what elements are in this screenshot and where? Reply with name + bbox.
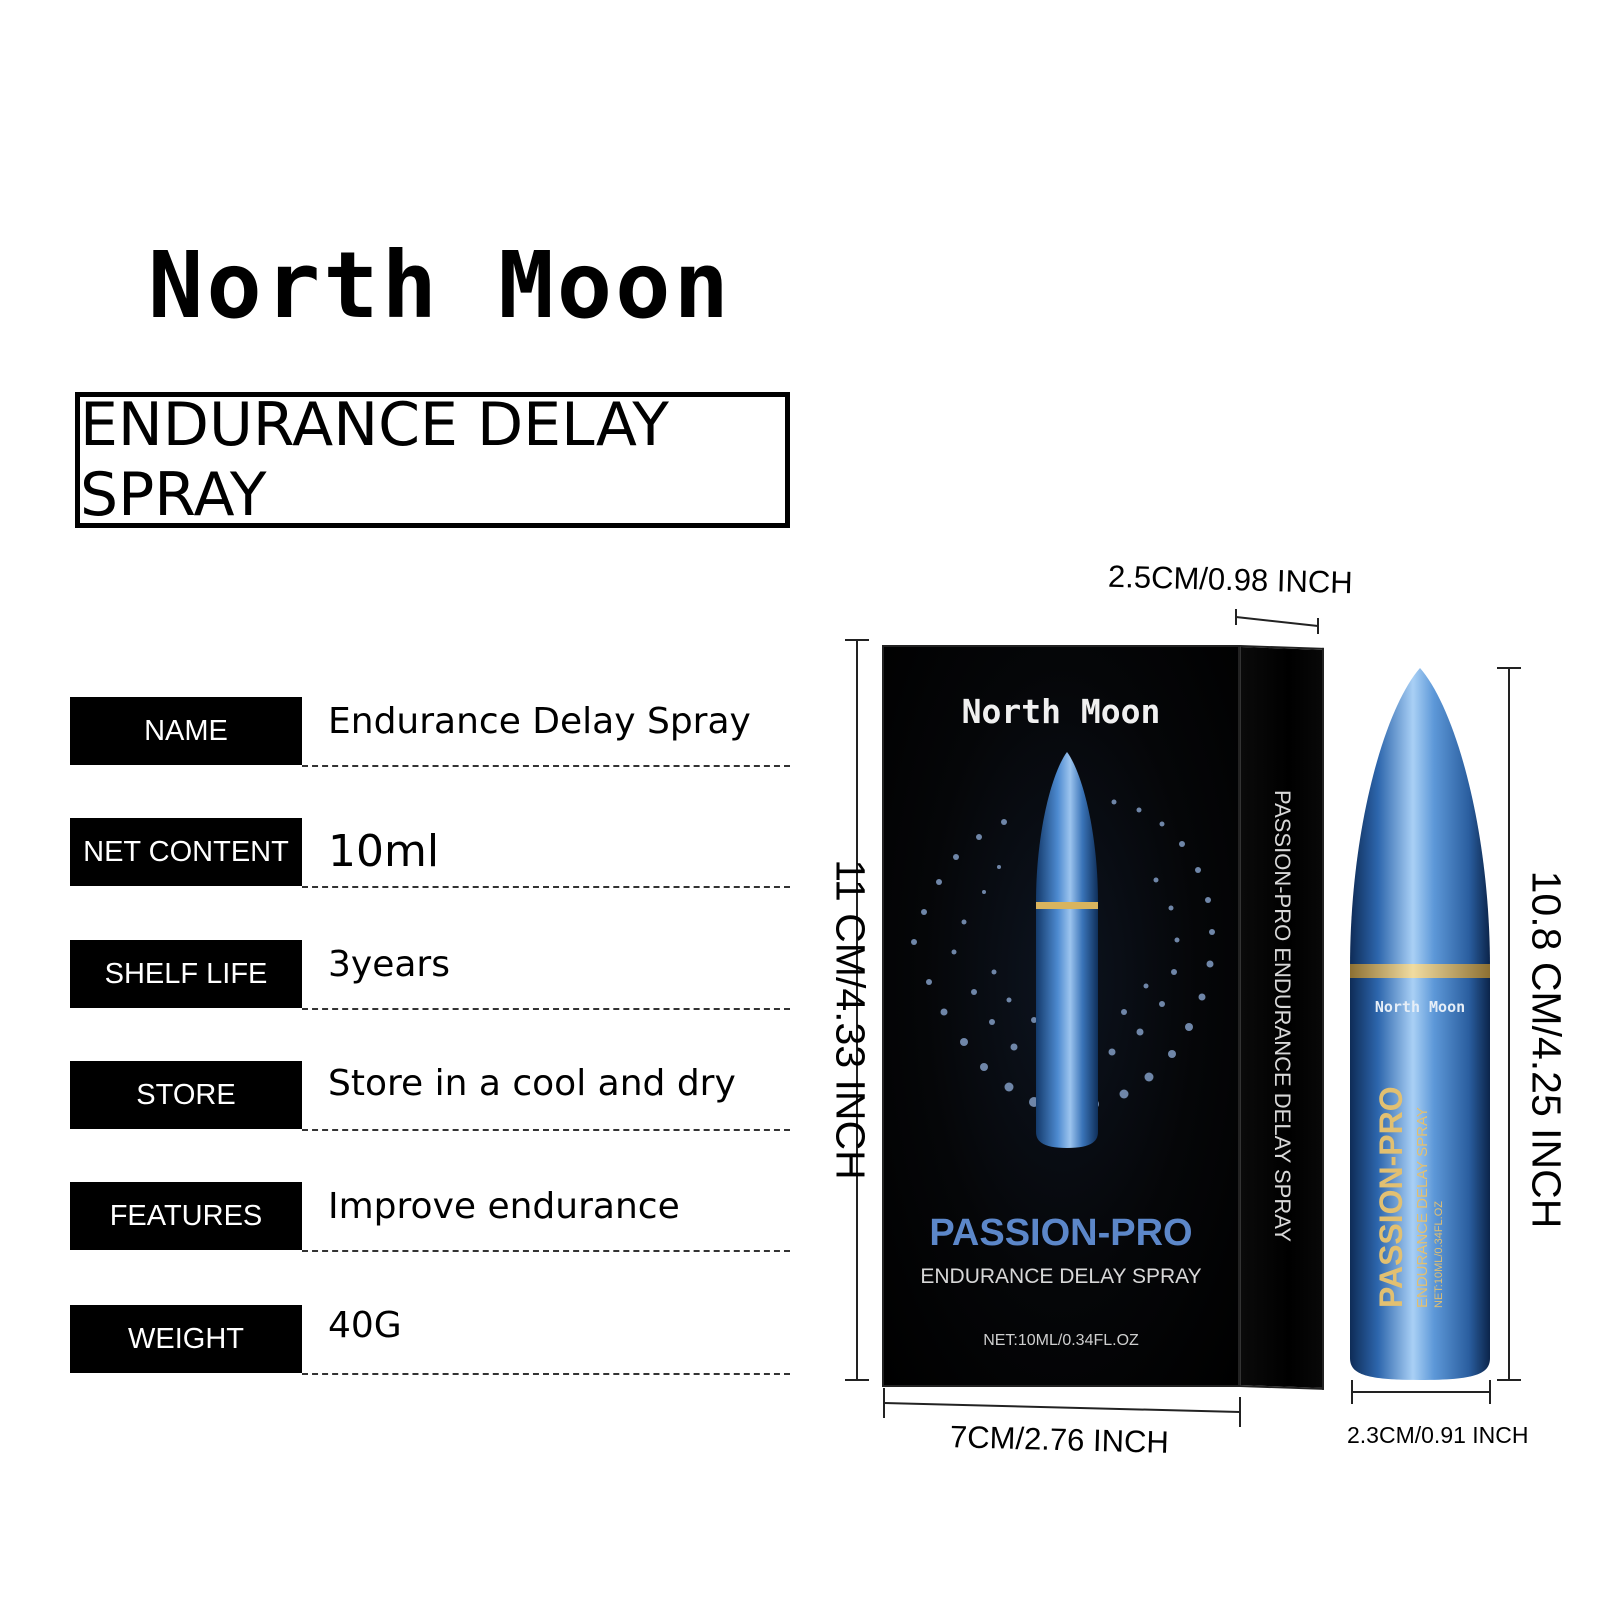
dimension-label-bottle-width: 2.3CM/0.91 INCH	[1347, 1422, 1529, 1448]
dimension-line-box-width	[883, 1388, 1241, 1427]
spec-value: Endurance Delay Spray	[328, 701, 751, 742]
package-brand: North Moon	[961, 692, 1161, 731]
spec-row-name: NAME Endurance Delay Spray	[70, 697, 790, 767]
dashed-divider	[302, 1129, 790, 1131]
spec-label: STORE	[70, 1061, 302, 1129]
spec-label: NAME	[70, 697, 302, 765]
product-title-box: ENDURANCE DELAY SPRAY	[75, 390, 790, 530]
spec-value: 10ml	[328, 826, 440, 877]
spec-row-net-content: NET CONTENT 10ml	[70, 818, 790, 888]
package-box-front: North Moon	[882, 645, 1240, 1387]
spec-row-store: STORE Store in a cool and dry	[70, 1061, 790, 1131]
spec-value: Improve endurance	[328, 1186, 680, 1227]
bottle-image: North Moon PASSION-PRO ENDURANCE DELAY S…	[1350, 668, 1490, 1380]
dimension-line-box-height	[845, 639, 869, 1381]
spec-label: NET CONTENT	[70, 818, 302, 886]
spec-row-features: FEATURES Improve endurance	[70, 1182, 790, 1252]
spec-value: 40G	[328, 1305, 402, 1346]
bottle-net-content: NET:10ML/0.34FL.OZ	[1433, 1201, 1445, 1308]
spec-row-shelf-life: SHELF LIFE 3years	[70, 940, 790, 1010]
dashed-divider	[302, 1008, 790, 1010]
dimension-label-bottle-height: 10.8 CM/4.25 INCH	[1523, 870, 1570, 1229]
spec-row-weight: WEIGHT 40G	[70, 1305, 790, 1375]
spec-label: WEIGHT	[70, 1305, 302, 1373]
dimension-line-box-depth	[1235, 609, 1319, 634]
dot-swirl-graphic	[911, 752, 1215, 1148]
dashed-divider	[302, 1373, 790, 1375]
dimension-line-bottle-height	[1497, 667, 1521, 1381]
product-title: ENDURANCE DELAY SPRAY	[80, 390, 669, 530]
package-net-content: NET:10ML/0.34FL.OZ	[983, 1332, 1139, 1349]
dimension-label-box-width: 7CM/2.76 INCH	[949, 1419, 1170, 1460]
dimension-line-bottle-width	[1351, 1380, 1491, 1404]
dashed-divider	[302, 765, 790, 767]
spec-label: SHELF LIFE	[70, 940, 302, 1008]
dimension-label-box-depth: 2.5CM/0.98 INCH	[1107, 558, 1354, 601]
package-subtitle: ENDURANCE DELAY SPRAY	[920, 1265, 1202, 1288]
spec-value: 3years	[328, 944, 450, 985]
bottle-subtitle: ENDURANCE DELAY SPRAY	[1414, 1107, 1431, 1308]
dashed-divider	[302, 886, 790, 888]
package-product-name: PASSION-PRO	[929, 1212, 1193, 1254]
package-bottle-image	[1036, 752, 1098, 1148]
spec-value: Store in a cool and dry	[328, 1063, 736, 1104]
bottle-product-name: PASSION-PRO	[1373, 1086, 1409, 1308]
dashed-divider	[302, 1250, 790, 1252]
bottle-brand: North Moon	[1375, 998, 1465, 1016]
dimension-label-box-height: 11 CM/4.33 INCH	[827, 859, 874, 1180]
package-side-text: PASSION-PRO ENDURANCE DELAY SPRAY	[1270, 790, 1295, 1242]
brand-heading: North Moon	[148, 232, 732, 339]
spec-label: FEATURES	[70, 1182, 302, 1250]
